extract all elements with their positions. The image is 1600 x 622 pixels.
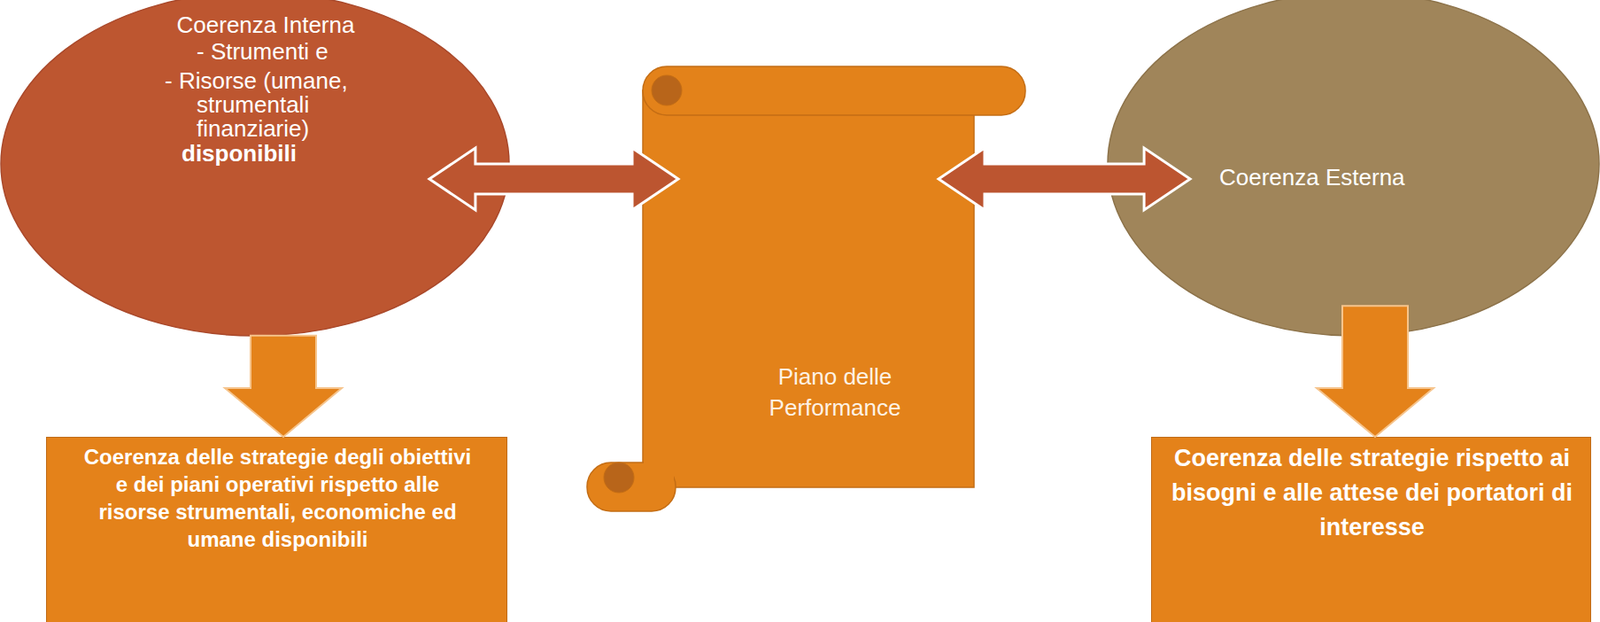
node-title: Coerenza Interna [132, 12, 399, 38]
node-title: Coerenza Esterna [1219, 163, 1468, 191]
box-text: Coerenza delle strategie degli obiettivi… [80, 442, 475, 553]
box-text: Coerenza delle strategie rispetto ai bis… [1165, 440, 1579, 545]
outcome-box: Coerenza delle strategie degli obiettivi… [46, 436, 508, 622]
scroll-top-roll [642, 66, 1026, 116]
scroll-join [643, 456, 674, 487]
bullet-item: - Strumenti e [196, 38, 457, 64]
down-block-arrow [224, 335, 342, 437]
coherence-ellipse: Coerenza Esterna [1106, 0, 1600, 337]
double-block-arrow [938, 147, 1191, 210]
scroll-outline [587, 66, 1026, 511]
scroll-curl [651, 75, 682, 106]
ellipse-fill [0, 0, 510, 336]
double-block-arrow [429, 147, 679, 210]
scroll-body [642, 90, 974, 487]
outcome-box: Coerenza delle strategie rispetto ai bis… [1151, 436, 1592, 622]
node-title: Piano delle Performance [711, 361, 959, 424]
bullet-item: - Risorse (umane, strumentali finanziari… [164, 69, 418, 141]
node-note: disponibili [181, 140, 377, 166]
scroll-curl [603, 462, 634, 493]
ellipse-fill [1107, 0, 1600, 336]
plan-scroll: Piano delle Performance [587, 66, 1026, 511]
coherence-ellipse: Coerenza Interna- Strumenti e - Risorse (… [0, 0, 511, 337]
